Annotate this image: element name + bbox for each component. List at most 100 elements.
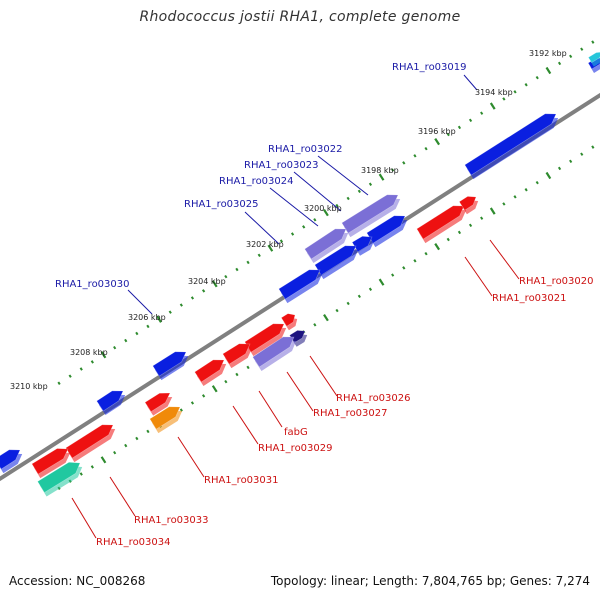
tick-mark [424,251,428,256]
gene-label-reverse[interactable]: RHA1_ro03020 [519,276,594,287]
tick-mark [90,465,94,469]
label-leader-line [177,436,205,478]
kbp-label: 3196 kbp [418,127,456,136]
gene-arrow [194,359,225,383]
accession-text: Accession: NC_008268 [9,574,146,588]
gene-arrow [341,194,399,234]
tick-mark [580,152,584,156]
tick-mark [457,230,462,235]
gene-arrow [366,215,406,244]
tick-mark [424,146,428,151]
gene-arrow [464,113,557,176]
tick-mark [346,301,350,306]
tick-mark [201,289,206,293]
tick-mark [290,232,295,236]
gene-arrow [280,313,296,327]
gene-arrow [0,449,21,470]
tick-mark [190,296,195,300]
tick-mark [535,180,539,185]
label-leader-line [464,256,493,297]
tick-mark [335,308,339,313]
gene-arrow-shadow [147,397,173,416]
gene-arrow [304,228,347,260]
tick-mark [368,182,373,186]
tick-mark [68,374,72,378]
tick-mark [90,360,94,364]
gene-label-reverse[interactable]: RHA1_ro03027 [313,408,388,419]
gene-label-reverse[interactable]: RHA1_ro03034 [96,537,171,548]
tick-mark [211,385,218,393]
tick-mark [480,216,484,220]
label-leader-line [232,405,259,445]
tick-mark [211,280,218,288]
tick-mark [446,237,450,242]
kbp-label: 3192 kbp [529,49,567,58]
gene-arrow [351,235,373,253]
tick-mark [235,267,239,272]
tick-mark [557,166,562,171]
tick-mark [446,132,450,137]
gene-arrow [314,245,357,276]
label-leader-line [309,355,338,397]
gene-arrow-shadow [590,56,600,67]
gene-label-reverse[interactable]: RHA1_ro03031 [204,475,279,486]
tick-mark [302,225,306,229]
tick-mark [402,161,406,165]
map-title: Rhodococcus jostii RHA1, complete genome [139,9,461,25]
label-leader-line [258,390,283,428]
tick-mark [368,287,373,291]
tick-mark [224,274,228,279]
gene-label-forward[interactable]: RHA1_ro03024 [219,176,294,187]
tick-mark [113,450,117,455]
tick-mark [168,310,172,314]
label-leader-line [269,187,319,227]
gene-label-forward[interactable]: RHA1_ro03019 [392,62,467,73]
label-leader-line [109,476,136,517]
tick-mark [100,456,107,464]
tick-mark [313,218,317,222]
gene-label-reverse[interactable]: RHA1_ro03029 [258,443,333,454]
tick-mark [413,154,417,158]
gene-arrow [37,461,81,493]
tick-mark [513,195,517,199]
tick-mark [113,345,117,350]
tick-mark [591,40,595,44]
kbp-label: 3206 kbp [128,313,166,322]
gene-label-reverse[interactable]: RHA1_ro03021 [492,293,567,304]
tick-mark [378,278,385,286]
tick-mark [378,173,385,181]
gene-arrow [222,343,251,365]
tick-mark [346,196,350,201]
tick-mark [257,253,261,258]
tick-mark [313,323,317,327]
tick-mark [279,239,284,243]
label-leader-line [317,155,369,196]
gene-arrow [458,196,477,211]
label-leaders [71,74,520,539]
tick-mark [179,303,183,307]
gene-label-reverse[interactable]: RHA1_ro03033 [134,515,209,526]
tick-mark [489,207,496,215]
gene-arrow [31,448,69,475]
gene-label-forward[interactable]: RHA1_ro03030 [55,279,130,290]
kbp-label: 3208 kbp [70,348,108,357]
gene-label-reverse[interactable]: RHA1_ro03026 [336,393,411,404]
tick-mark [489,102,496,110]
kbp-label: 3198 kbp [361,166,399,175]
gene-label-forward[interactable]: RHA1_ro03025 [184,199,259,210]
gene-arrow [289,330,306,344]
genome-stats-text: Topology: linear; Length: 7,804,765 bp; … [270,574,590,588]
kbp-label: 3200 kbp [304,204,342,213]
tick-mark [79,472,83,476]
label-leader-line [127,289,153,315]
tick-mark [502,97,506,101]
tick-mark [434,138,441,146]
gene-label-forward[interactable]: RHA1_ro03023 [244,160,319,171]
tick-mark [591,145,595,149]
gene-label-forward[interactable]: RHA1_ro03022 [268,144,343,155]
gene-labels: RHA1_ro03019 RHA1_ro03022 RHA1_ro03023 R… [55,62,594,548]
gene-label-reverse[interactable]: fabG [284,427,308,438]
kbp-scale-labels: 3192 kbp 3194 kbp 3196 kbp 3198 kbp 3200… [10,49,567,391]
label-leader-line [463,74,478,91]
